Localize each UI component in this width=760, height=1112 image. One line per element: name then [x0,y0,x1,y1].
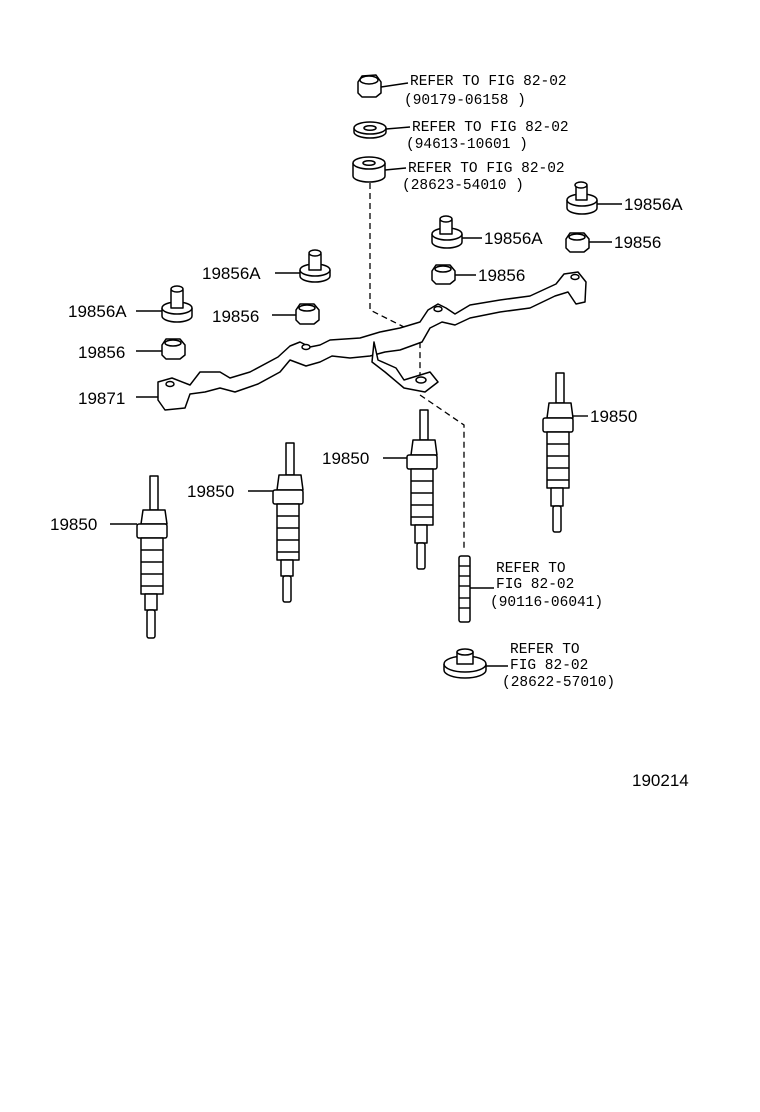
part-19850-leftmid-label: 19850 [187,482,234,501]
glow-plug-connector-bar [136,271,587,411]
part-19856-left-label: 19856 [78,343,125,362]
nut-19856-left [136,338,186,360]
glow-plug-mid [383,409,438,570]
nut-top-part [357,74,409,98]
terminal-19856A-left [136,285,193,323]
part-19850-mid-label: 19850 [322,449,369,468]
part-19856A-right-label: 19856A [624,195,683,214]
part-19856-right-label: 19856 [614,233,661,252]
insulator-part [352,156,407,183]
washer-part-number: (94613-10601 ) [406,137,528,153]
stud-bolt-part [458,555,494,623]
glow-plug-left [110,475,168,639]
base-fig-label: FIG 82-02 [510,658,588,674]
washer-part [353,121,411,139]
insulator-base-part [443,648,508,679]
nut-top-refer-label: REFER TO FIG 82-02 [410,74,567,90]
part-19856-leftmid-label: 19856 [212,307,259,326]
base-part-number: (28622-57010) [502,675,615,691]
glow-plug-right [542,372,588,533]
part-19856-mid-label: 19856 [478,266,525,285]
terminal-19856A-leftmid [275,249,331,283]
insulator-part-number: (28623-54010 ) [402,178,524,194]
nut-top-part-number: (90179-06158 ) [404,93,526,109]
washer-refer-label: REFER TO FIG 82-02 [412,120,569,136]
stud-fig-label: FIG 82-02 [496,577,574,593]
stud-part-number: (90116-06041) [490,595,603,611]
figure-code: 190214 [632,771,689,790]
dashed-guide-lower [419,394,465,548]
part-19856A-left-label: 19856A [68,302,127,321]
dashed-guide-upper [369,183,421,392]
nut-19856-leftmid [272,303,320,325]
part-19871-label: 19871 [78,389,125,408]
base-refer-label: REFER TO [510,642,580,658]
terminal-19856A-right [566,181,622,215]
part-19850-right-label: 19850 [590,407,637,426]
nut-19856-mid [431,264,476,285]
terminal-19856A-mid [431,215,482,249]
part-19856A-leftmid-label: 19856A [202,264,261,283]
part-19856A-mid-label: 19856A [484,229,543,248]
part-19850-left-label: 19850 [50,515,97,534]
insulator-refer-label: REFER TO FIG 82-02 [408,161,565,177]
glow-plug-leftmid [248,442,304,603]
stud-refer-label: REFER TO [496,561,566,577]
nut-19856-right [565,232,612,253]
